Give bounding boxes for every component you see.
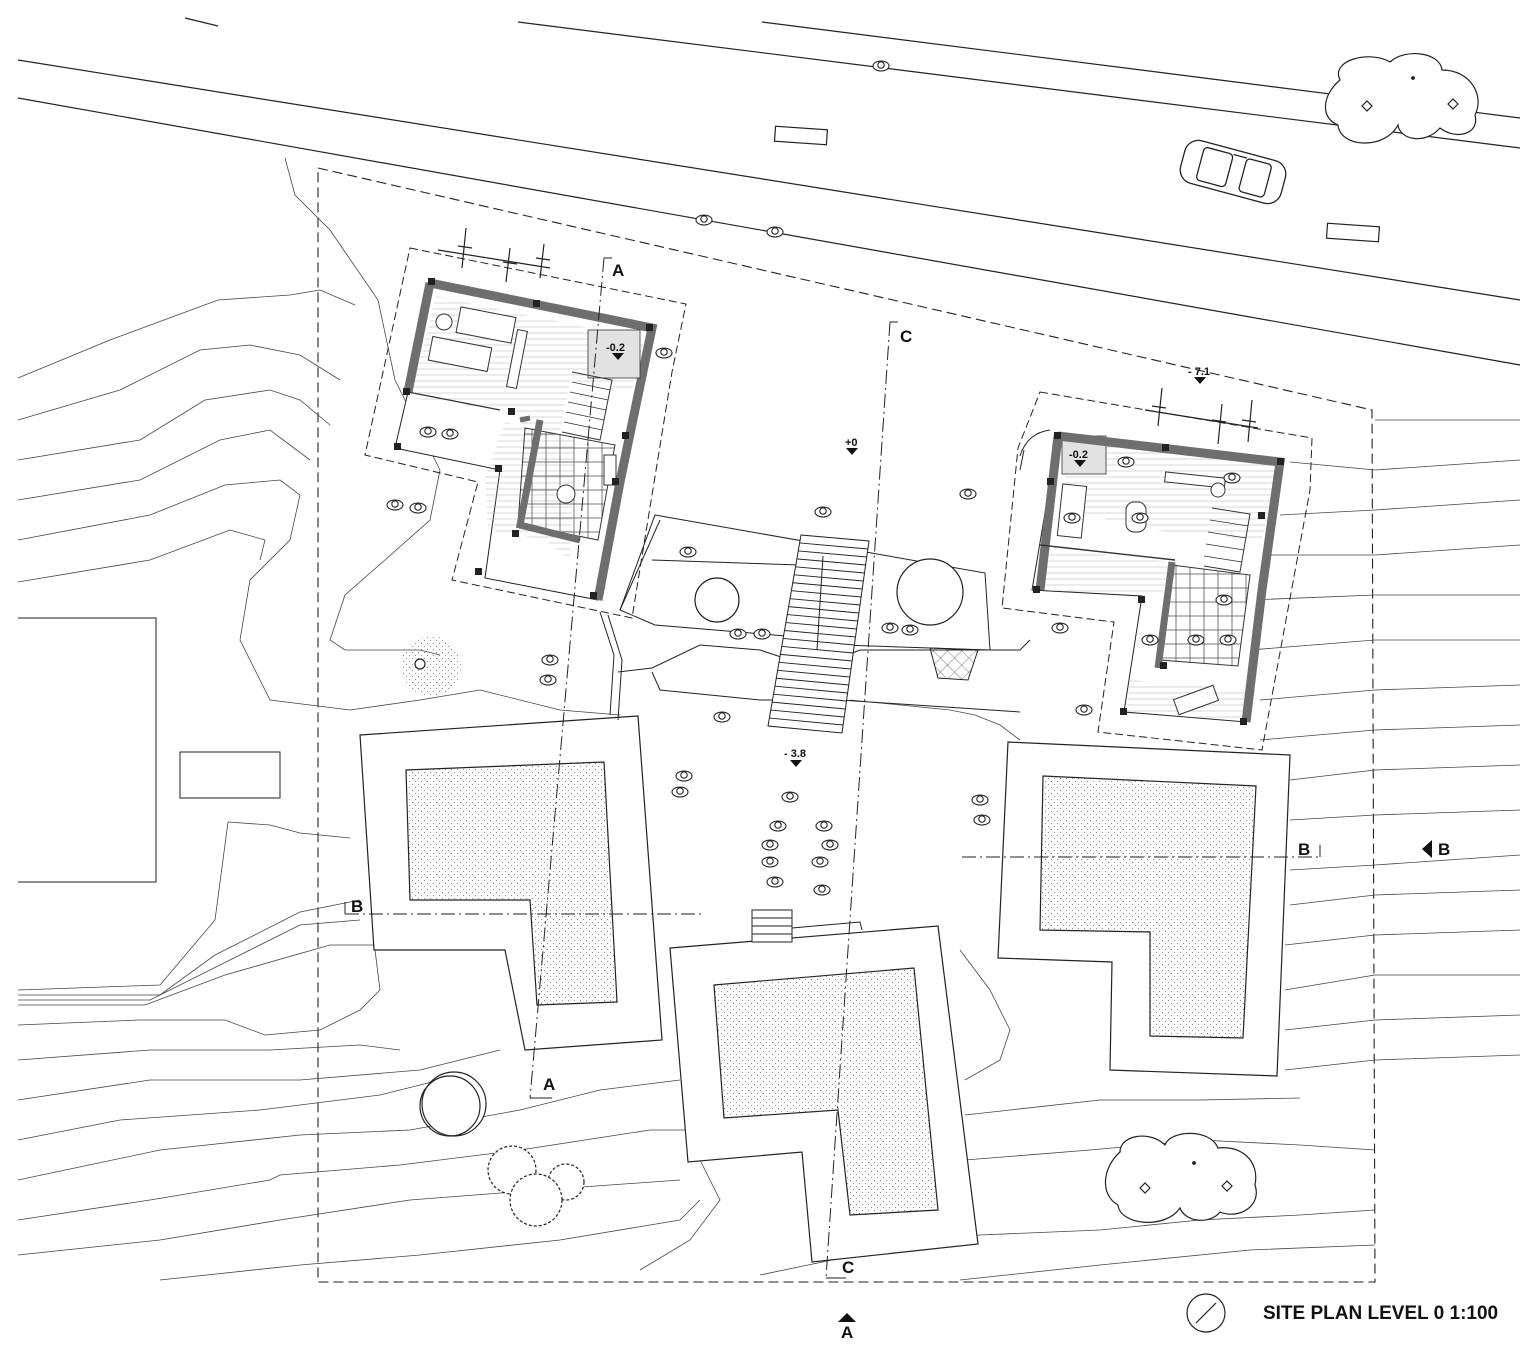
steps-center: [751, 909, 863, 943]
section-a-arrow-icon: [838, 1313, 856, 1322]
people: [386, 60, 1241, 896]
person-icon: [541, 654, 559, 666]
person-icon: [766, 226, 784, 238]
person-icon: [821, 839, 839, 851]
road: [17, 17, 1521, 366]
neighbour-buildings: [18, 617, 281, 883]
section-b-right-inner: B: [1298, 840, 1310, 859]
person-icon: [695, 214, 713, 226]
person-icon: [814, 506, 832, 518]
person-icon: [811, 856, 829, 868]
person-icon: [761, 839, 779, 851]
level-courtyard: - 3.8: [784, 748, 806, 760]
person-icon: [1187, 634, 1205, 646]
person-icon: [729, 628, 747, 640]
person-icon: [1075, 704, 1093, 716]
person-icon: [409, 502, 427, 514]
person-icon: [881, 622, 899, 634]
level-markers: [612, 353, 1206, 767]
level-house-right: -0.2: [1069, 449, 1088, 461]
person-icon: [872, 60, 890, 72]
section-b-right: B: [1438, 840, 1450, 859]
person-icon: [973, 814, 991, 826]
person-icon: [769, 820, 787, 832]
north-arrow-icon: [1186, 1293, 1226, 1333]
tree-icon: [401, 53, 1479, 1227]
drawing-title: SITE PLAN LEVEL 0 1:100: [1263, 1303, 1498, 1324]
pavilion-center: [669, 925, 979, 1263]
person-icon: [1063, 512, 1081, 524]
person-icon: [1223, 472, 1241, 484]
person-icon: [1131, 512, 1149, 524]
section-markers: A A B B B C C A: [351, 261, 1450, 1342]
person-icon: [1219, 634, 1237, 646]
person-icon: [813, 884, 831, 896]
person-icon: [971, 794, 989, 806]
car-icon: [1179, 139, 1287, 205]
section-c-top: C: [900, 327, 912, 346]
person-icon: [901, 624, 919, 636]
person-icon: [386, 499, 404, 511]
person-icon: [959, 488, 977, 500]
person-icon: [441, 428, 459, 440]
house-right: [1001, 387, 1313, 751]
person-icon: [675, 770, 693, 782]
contour-lines: [17, 157, 1521, 1281]
pavilion-right: [997, 741, 1291, 1077]
section-c-bottom: C: [842, 1258, 854, 1277]
pavilion-left: [359, 715, 663, 1051]
person-icon: [1051, 622, 1069, 634]
person-icon: [713, 711, 731, 723]
bicycle-icon: [1144, 387, 1259, 445]
person-icon: [1117, 456, 1135, 468]
level-texts: -0.2 -0.2 +0 - 3.8 - 7.1: [606, 342, 1210, 760]
section-a-top: A: [612, 261, 624, 280]
site-boundary: [317, 167, 1376, 1283]
person-icon: [815, 820, 833, 832]
section-lines: [345, 257, 1320, 1279]
main-stair: [767, 534, 870, 734]
person-icon: [1215, 594, 1233, 606]
level-street: - 7.1: [1188, 366, 1210, 378]
person-icon: [671, 786, 689, 798]
bicycle-icon: [437, 227, 551, 283]
section-b-arrow-icon: [1422, 840, 1432, 858]
house-left: [364, 227, 687, 721]
person-icon: [679, 546, 697, 558]
section-b-left: B: [351, 897, 363, 916]
person-icon: [539, 674, 557, 686]
person-icon: [419, 426, 437, 438]
person-icon: [753, 628, 771, 640]
section-ticks: [344, 257, 1321, 1279]
level-entrance: +0: [845, 437, 858, 449]
section-a-bottom-mid: A: [543, 1075, 555, 1094]
person-icon: [1141, 634, 1159, 646]
person-icon: [761, 856, 779, 868]
section-a-bottom: A: [841, 1323, 853, 1342]
person-icon: [781, 791, 799, 803]
level-house-left: -0.2: [606, 342, 625, 354]
person-icon: [766, 876, 784, 888]
person-icon: [655, 347, 673, 359]
